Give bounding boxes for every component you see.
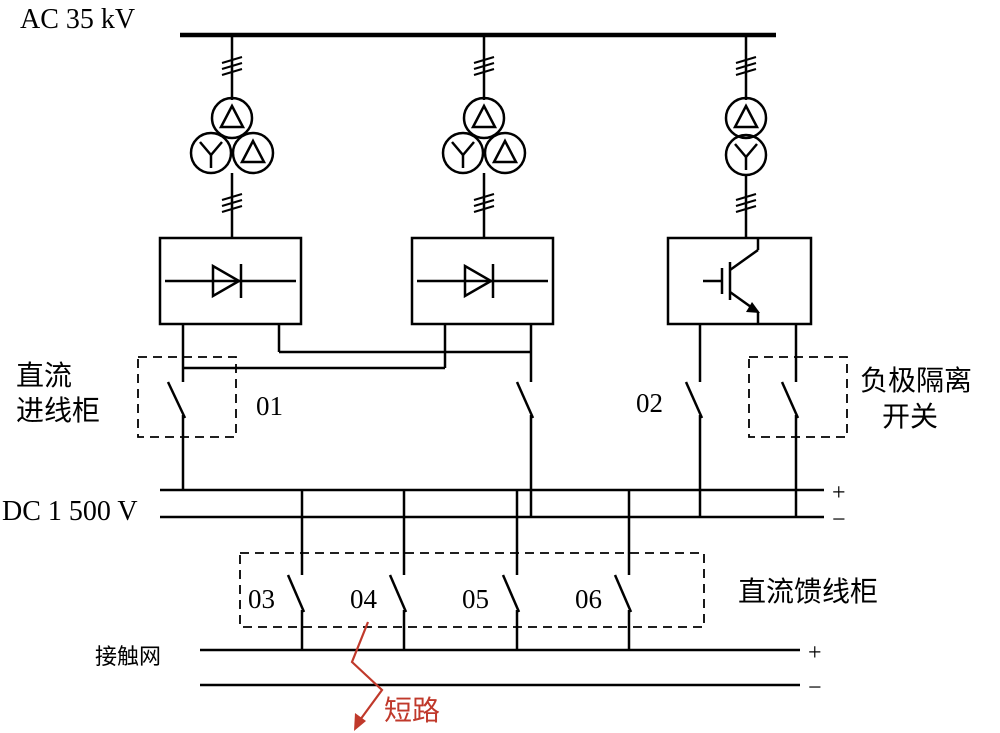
rectifier-box bbox=[158, 236, 303, 326]
dc-incoming-cabinet-box bbox=[137, 356, 237, 438]
switch-number-05: 05 bbox=[462, 584, 489, 614]
diode-icon bbox=[165, 263, 296, 299]
switch-number-02: 02 bbox=[636, 388, 663, 418]
dc-feeder-cabinet-box bbox=[239, 552, 705, 628]
three-phase-marker bbox=[735, 193, 757, 213]
switch-number-04: 04 bbox=[350, 584, 378, 614]
dc-incoming-cabinet-label: 进线柜 bbox=[16, 394, 100, 427]
short-circuit-label: 短路 bbox=[384, 694, 440, 727]
negative-isolating-switch-box bbox=[748, 356, 848, 438]
three-phase-marker bbox=[221, 193, 243, 213]
negative-isolating-switch-label: 负极隔离 bbox=[860, 364, 972, 397]
switch-number-03: 03 bbox=[248, 584, 275, 614]
dc-feeder-cabinet-label: 直流馈线柜 bbox=[738, 575, 878, 608]
switch-number-01: 01 bbox=[256, 391, 283, 421]
ac-bus-label: AC 35 kV bbox=[20, 4, 135, 35]
switch-03 bbox=[286, 490, 306, 650]
negative-isolating-switch-label: 开关 bbox=[882, 400, 938, 433]
dc-incoming-cabinet-label: 直流 bbox=[16, 359, 72, 392]
three-phase-marker bbox=[221, 56, 243, 76]
switch-01 bbox=[166, 381, 187, 490]
three-phase-marker bbox=[735, 56, 757, 76]
catenary-plus-sign: + bbox=[808, 640, 822, 666]
three-phase-marker bbox=[473, 193, 495, 213]
switch-02 bbox=[684, 381, 704, 517]
branch-rectifier-1 bbox=[158, 35, 303, 382]
converter-box bbox=[666, 236, 813, 326]
branch-rectifier-2 bbox=[410, 35, 555, 382]
switch-05 bbox=[501, 490, 521, 650]
short-circuit-fault-icon bbox=[350, 621, 384, 731]
negative-isolating-switch bbox=[780, 381, 800, 517]
switch-rectifier-2 bbox=[515, 381, 535, 517]
three-phase-marker bbox=[473, 56, 495, 76]
dc-minus-sign: − bbox=[832, 507, 846, 533]
igbt-icon bbox=[703, 238, 760, 324]
dc-bus-label: DC 1 500 V bbox=[2, 496, 138, 527]
switch-06 bbox=[613, 490, 633, 650]
branch-converter bbox=[666, 35, 813, 382]
switch-04 bbox=[388, 490, 408, 650]
three-winding-transformer-icon bbox=[441, 96, 527, 175]
switch-number-06: 06 bbox=[575, 584, 602, 614]
three-winding-transformer-icon bbox=[189, 96, 275, 175]
rectifier-box bbox=[410, 236, 555, 326]
two-winding-transformer-icon bbox=[724, 96, 768, 177]
diode-icon bbox=[417, 263, 548, 299]
catenary-minus-sign: − bbox=[808, 675, 822, 701]
catenary-label: 接触网 bbox=[95, 645, 161, 670]
dc-plus-sign: + bbox=[832, 480, 846, 506]
